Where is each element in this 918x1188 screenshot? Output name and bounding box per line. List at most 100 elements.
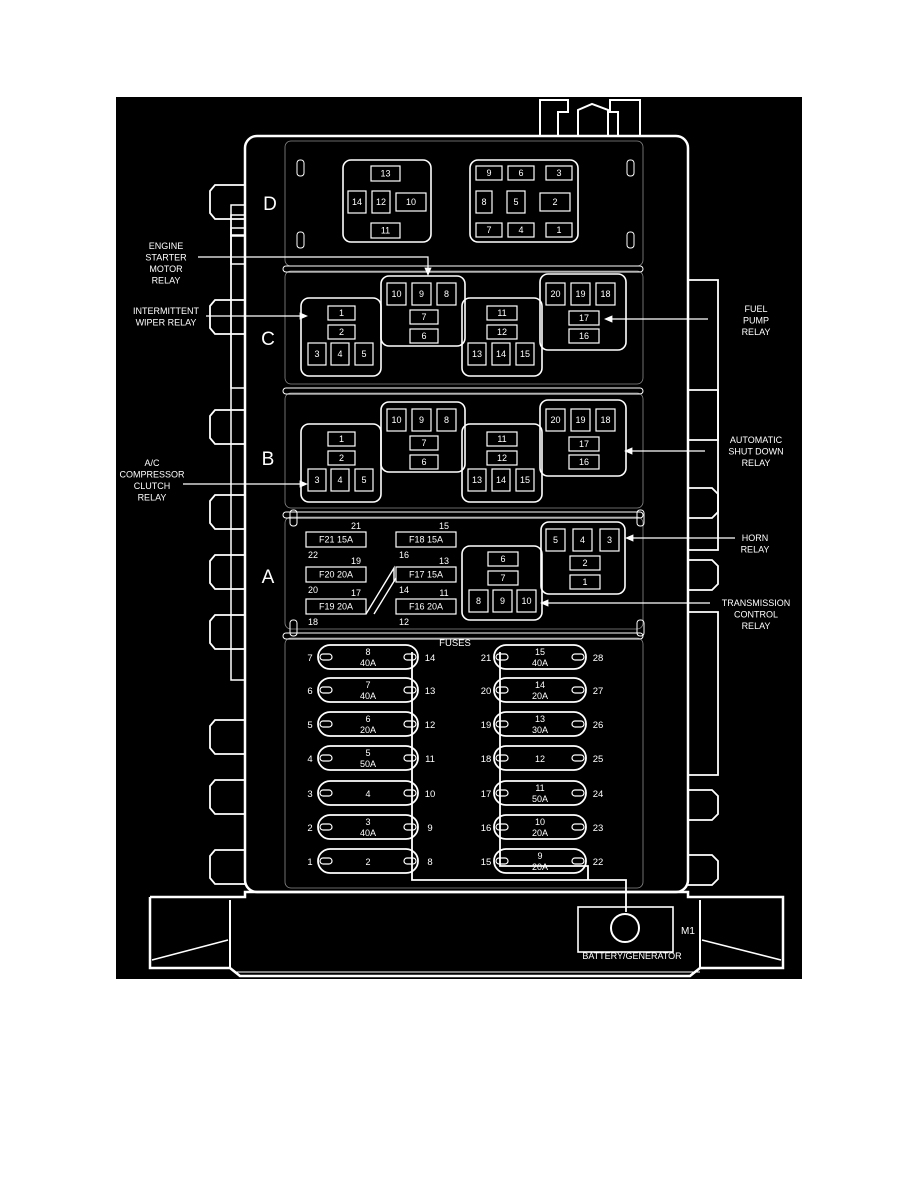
cavity-number: 23 [593,823,604,834]
cavity-box [395,598,457,615]
side-clip [209,409,245,445]
cavity-box [486,431,518,447]
cavity-box [475,190,493,214]
battery-terminal-block [577,906,674,953]
callout-ac-compressor: RELAY [138,493,167,503]
cavity-number: 13 [380,169,390,179]
callout-ac-compressor: COMPRESSOR [119,470,185,480]
cavity-box [330,342,350,366]
fuse-blade [495,823,509,831]
cavity-box [539,192,571,212]
fuse-blade [495,720,509,728]
callout-intermittent-wiper: WIPER RELAY [136,318,197,328]
cavity-number: 7 [421,312,426,322]
callout-fuel-pump: FUEL [744,304,767,314]
side-clip [688,854,719,886]
top-connector [609,99,641,136]
cavity-box [395,192,427,212]
relay-block-d-right [469,159,579,243]
row-divider [282,511,644,519]
fuse-blade [495,754,509,762]
latch-post [296,159,305,177]
relay-b-2 [380,401,466,473]
maxi-fuse [317,677,419,703]
maxi-fuse [317,780,419,806]
fuse-number: 12 [535,754,545,764]
fuse-number: 7 [365,680,370,690]
cavity-box [370,222,401,239]
cavity-number: 7 [307,653,312,664]
relay-automatic-shutdown [539,399,627,477]
fuse-blade [319,754,333,762]
callout-horn: RELAY [741,545,770,555]
cavity-number: 26 [593,720,604,731]
base-edge [151,939,229,961]
cavity-box [506,190,526,214]
cavity-number: 22 [593,857,604,868]
row-label-c: C [261,329,275,350]
cavity-box [492,589,513,613]
callout-automatic-shutdown: SHUT DOWN [728,447,783,457]
fuse-amperage: 40A [360,691,376,701]
cavity-box [595,408,616,432]
callout-automatic-shutdown: RELAY [742,458,771,468]
cavity-number: 18 [600,415,610,425]
cavity-number: 12 [425,720,436,731]
cavity-box [467,468,487,492]
fuse-number: 6 [365,714,370,724]
cavity-box [395,531,457,548]
cavity-box [436,408,457,432]
side-clip [209,849,245,885]
cavity-number: 5 [553,535,558,545]
side-clip [688,789,719,821]
row-frame [284,270,644,385]
cavity-number: 8 [476,596,481,606]
maxi-fuse [493,711,587,737]
cavity-number: 4 [518,225,523,235]
cavity-box [569,574,601,590]
cavity-number: 11 [381,226,390,236]
fuse-blade [571,686,585,694]
cavity-box [570,408,591,432]
callout-ac-compressor: CLUTCH [134,481,171,491]
fuse-number: 5 [365,748,370,758]
fuse-amperage: 30A [532,725,548,735]
cavity-number: 16 [399,550,409,560]
side-clip [209,719,245,755]
jumper-line [365,565,395,615]
callout-engine-starter: STARTER [145,253,187,263]
relay-transmission-control [461,545,543,621]
callout-fuel-pump: PUMP [743,316,769,326]
cavity-box [354,468,374,492]
maxi-fuse [317,644,419,670]
cavity-number: 14 [425,653,436,664]
cavity-box [386,408,407,432]
jumper-line [373,577,397,615]
cavity-number: 12 [399,617,409,627]
fuse-blade [571,720,585,728]
cavity-box [475,165,503,181]
base-edge [701,939,782,961]
cavity-number: 1 [339,308,344,318]
cavity-box [515,342,535,366]
fuse-blade [319,653,333,661]
cavity-number: 11 [425,754,435,765]
terminal-label: BATTERY/GENERATOR [582,951,682,961]
cavity-number: 20 [550,289,560,299]
maxi-fuse [493,814,587,840]
fuse-number: 4 [365,789,370,799]
cavity-number: 24 [593,789,604,800]
callout-transmission-control: TRANSMISSION [722,598,791,608]
cavity-box [507,165,535,181]
latch-post [289,509,298,527]
fuse-blade [403,686,417,694]
fuse-blade [571,789,585,797]
side-clip [209,299,245,335]
cavity-box [568,436,600,452]
side-tab [230,227,246,681]
top-connector [577,102,609,136]
cavity-box [327,431,356,447]
cavity-number: 2 [339,453,344,463]
cavity-number: 16 [579,331,589,341]
cavity-number: 2 [307,823,312,834]
